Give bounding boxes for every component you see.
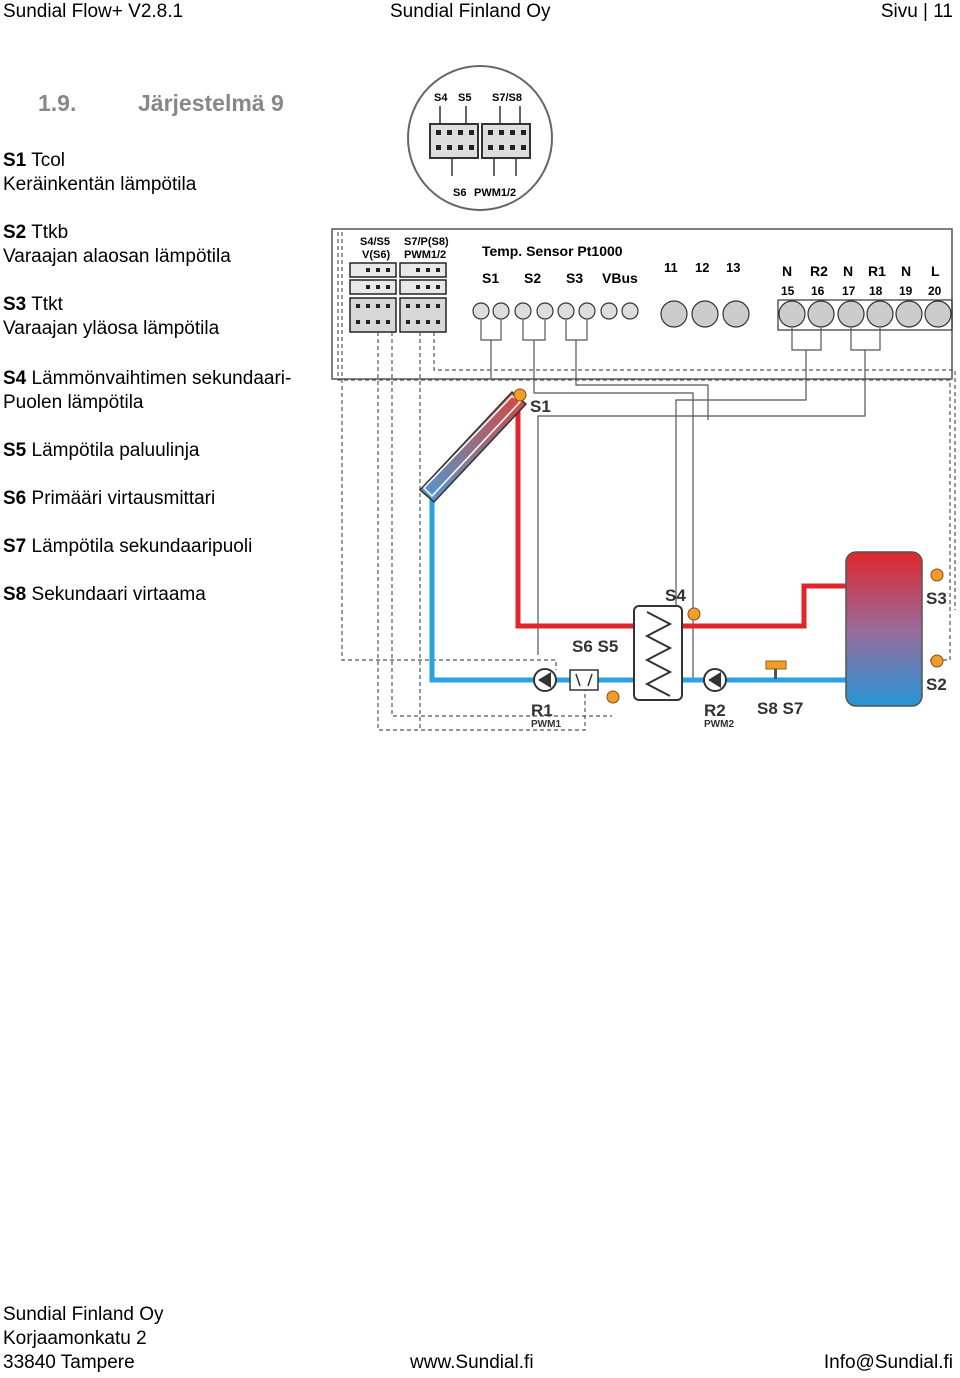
legend-name: Ttkb bbox=[31, 222, 69, 243]
pump-r2 bbox=[703, 668, 727, 692]
pump-r1 bbox=[533, 668, 557, 692]
footer-street: Korjaamonkatu 2 bbox=[3, 1328, 147, 1349]
storage-tank bbox=[845, 551, 923, 707]
heat-exchanger bbox=[633, 605, 683, 701]
legend-code: S8 bbox=[3, 584, 27, 605]
system-diagram: S4 S5 S7/S8 S6 PWM1/2 S4/S5 V(S6) S7/P(S… bbox=[331, 65, 956, 731]
section-title: 1.9. Järjestelmä 9 bbox=[38, 90, 284, 117]
solar-collector bbox=[418, 390, 528, 504]
legend-desc: Keräinkentän lämpötila bbox=[3, 174, 197, 195]
connector-zoom: S4 S5 S7/S8 S6 PWM1/2 bbox=[407, 65, 553, 211]
connector-label-s7ps8: S7/P(S8) bbox=[404, 236, 449, 248]
controller-board: S4/S5 V(S6) S7/P(S8) PWM1/2 Temp. Sensor… bbox=[331, 228, 953, 380]
power-number-17: 17 bbox=[842, 284, 856, 298]
power-label-r1: R1 bbox=[868, 263, 886, 279]
legend-code: S6 bbox=[3, 488, 27, 509]
connector-label-s4s5: S4/S5 bbox=[360, 236, 390, 248]
sensors bbox=[513, 388, 944, 704]
footer-email[interactable]: Info@Sundial.fi bbox=[823, 1352, 953, 1373]
legend-item: S8 Sekundaari virtaama bbox=[3, 583, 206, 607]
terminal-label-s3: S3 bbox=[566, 270, 583, 286]
footer-city: 33840 Tampere bbox=[3, 1352, 135, 1373]
power-number-16: 16 bbox=[811, 284, 825, 298]
header-product: Sundial Flow+ V2.8.1 bbox=[3, 1, 184, 22]
zoom-label-s4: S4 bbox=[434, 92, 448, 104]
power-number-15: 15 bbox=[781, 284, 795, 298]
legend-name: Primääri virtausmittari bbox=[31, 488, 216, 509]
power-label-n3: N bbox=[901, 263, 911, 279]
label-s8-s7: S8 S7 bbox=[757, 699, 803, 718]
header-company: Sundial Finland Oy bbox=[390, 1, 551, 22]
ground-number-13: 13 bbox=[726, 260, 740, 275]
legend-code: S1 bbox=[3, 150, 27, 171]
legend-name: Tcol bbox=[31, 150, 65, 171]
footer-company: Sundial Finland Oy bbox=[3, 1304, 164, 1325]
power-label-n2: N bbox=[843, 263, 853, 279]
terminal-label-s2: S2 bbox=[524, 270, 541, 286]
label-r2: R2 bbox=[704, 701, 726, 720]
label-r1: R1 bbox=[531, 701, 553, 720]
zoom-label-s5: S5 bbox=[458, 92, 471, 104]
legend-code: S7 bbox=[3, 536, 27, 557]
label-s3: S3 bbox=[926, 589, 947, 608]
legend-code: S4 bbox=[3, 368, 27, 389]
connector-label-vs6: V(S6) bbox=[362, 249, 390, 261]
label-pwm2: PWM2 bbox=[704, 719, 734, 730]
legend-name: Lämmönvaihtimen sekundaari- bbox=[31, 368, 292, 389]
zoom-label-s7s8: S7/S8 bbox=[492, 92, 522, 104]
legend-desc: Varaajan yläosa lämpötila bbox=[3, 318, 220, 339]
power-number-18: 18 bbox=[869, 284, 883, 298]
ground-number-11: 11 bbox=[664, 260, 678, 275]
signal-wires bbox=[480, 320, 881, 680]
sensor-header: Temp. Sensor Pt1000 bbox=[482, 243, 623, 259]
power-label-l: L bbox=[931, 263, 940, 279]
legend-code: S3 bbox=[3, 294, 27, 315]
terminal-label-vbus: VBus bbox=[602, 270, 638, 286]
legend-item: S5 Lämpötila paluulinja bbox=[3, 439, 199, 463]
zoom-label-s6: S6 bbox=[453, 187, 466, 199]
label-pwm1: PWM1 bbox=[531, 719, 561, 730]
label-s1: S1 bbox=[530, 397, 551, 416]
legend-item: S6 Primääri virtausmittari bbox=[3, 487, 215, 511]
label-s6-s5: S6 S5 bbox=[572, 637, 618, 656]
footer-web[interactable]: www.Sundial.fi bbox=[410, 1352, 534, 1373]
flow-meter-s6 bbox=[569, 669, 599, 691]
legend-item: S7 Lämpötila sekundaaripuoli bbox=[3, 535, 252, 559]
legend-code: S5 bbox=[3, 440, 27, 461]
header-page: Sivu | 11 bbox=[880, 1, 953, 22]
power-number-20: 20 bbox=[928, 284, 942, 298]
section-number: 1.9. bbox=[38, 90, 77, 116]
power-label-n1: N bbox=[782, 263, 792, 279]
terminal-label-s1: S1 bbox=[482, 270, 499, 286]
label-s4: S4 bbox=[665, 586, 686, 605]
connector-label-pwm12: PWM1/2 bbox=[404, 249, 446, 261]
legend-name: Lämpötila sekundaaripuoli bbox=[31, 536, 253, 557]
flow-sensor-s8 bbox=[765, 660, 787, 679]
legend-name: Ttkt bbox=[31, 294, 63, 315]
legend-desc: Varaajan alaosan lämpötila bbox=[3, 246, 231, 267]
legend-code: S2 bbox=[3, 222, 27, 243]
legend-name: Lämpötila paluulinja bbox=[31, 440, 200, 461]
zoom-label-pwm: PWM1/2 bbox=[474, 187, 516, 199]
power-number-19: 19 bbox=[899, 284, 913, 298]
legend-item: S4 Lämmönvaihtimen sekundaari- Puolen läm… bbox=[3, 367, 291, 415]
section-name: Järjestelmä 9 bbox=[138, 90, 284, 116]
label-s2: S2 bbox=[926, 675, 947, 694]
ground-number-12: 12 bbox=[695, 260, 709, 275]
legend-desc: Puolen lämpötila bbox=[3, 392, 144, 413]
legend-name: Sekundaari virtaama bbox=[31, 584, 206, 605]
power-label-r2: R2 bbox=[810, 263, 828, 279]
